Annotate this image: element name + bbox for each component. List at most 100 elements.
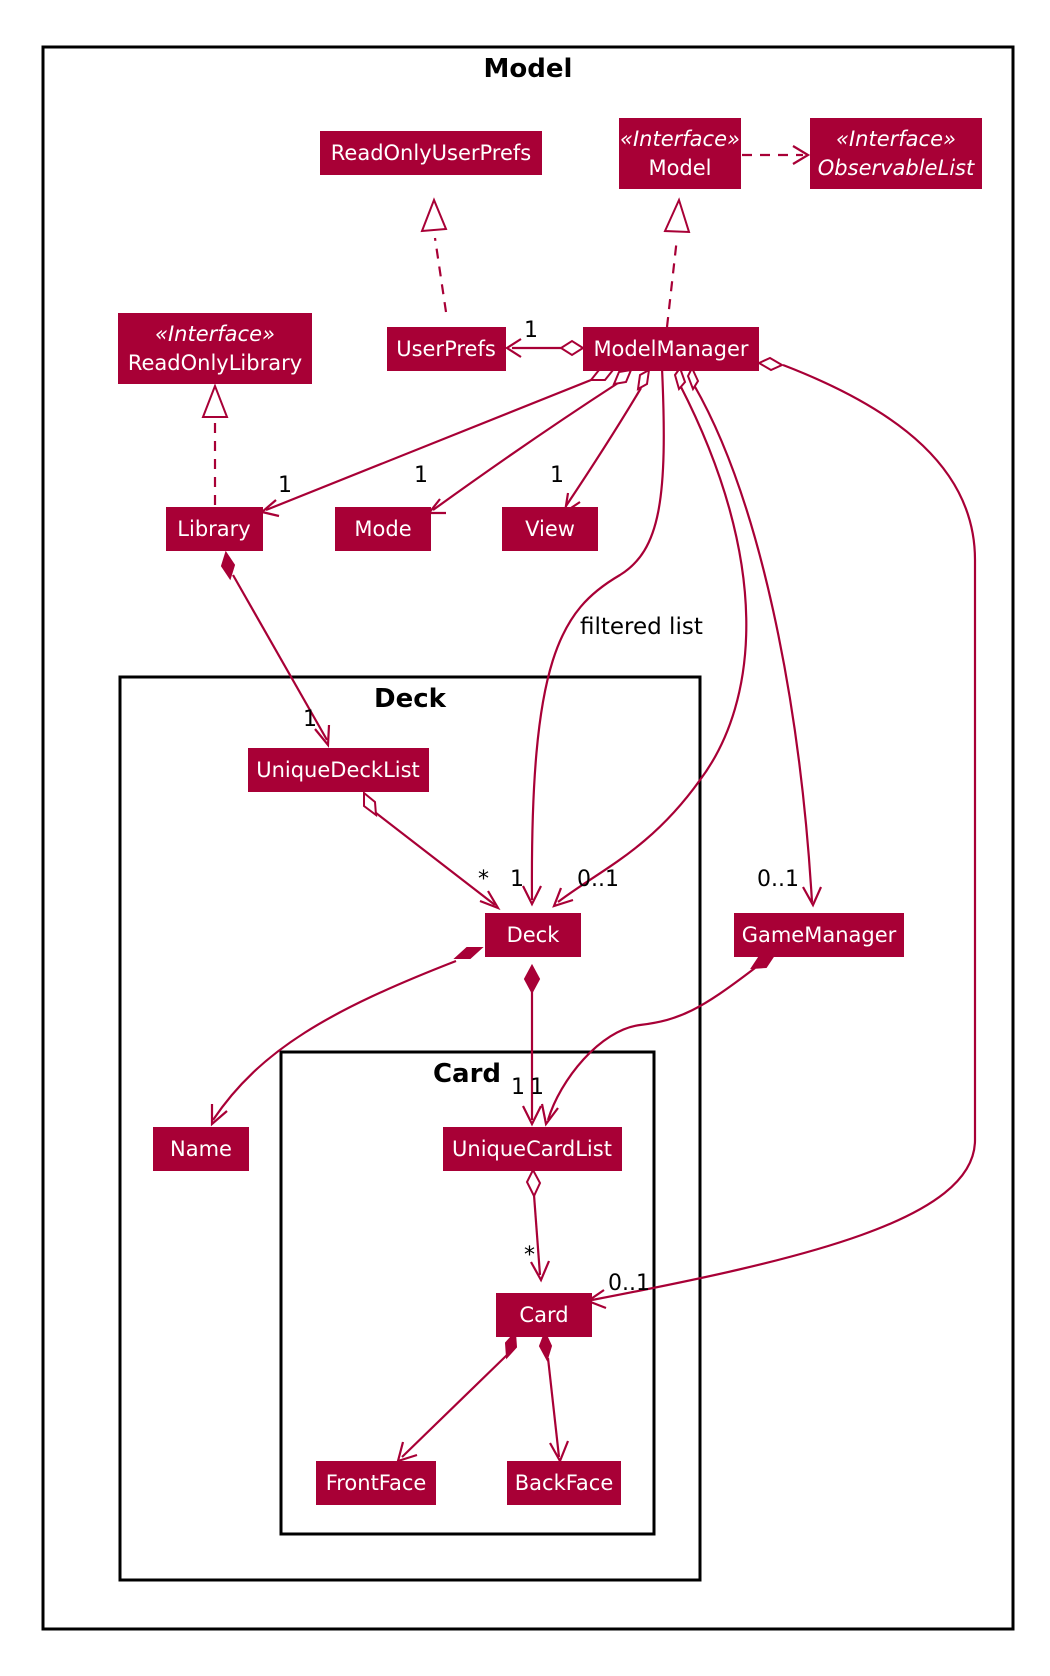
navigation-arrowhead-icon [210,1104,228,1127]
class-name: Library [177,517,250,541]
composition-diamond-icon [220,550,236,581]
class-uniquedecklist: UniqueDeckList [248,748,429,792]
class-name: View [525,517,575,541]
modelmanager-gamemanager-edge [693,384,814,903]
modelmanager-view-edge [565,387,642,507]
class-name: GameManager [742,923,897,947]
multiplicity-label: * [478,867,489,892]
aggregation-diamond-icon [612,368,633,386]
stereotype-label: «Interface» [155,322,275,346]
class-name: ReadOnlyLibrary [128,351,302,375]
composition-diamond-icon [453,947,484,959]
class-name: UniqueDeckList [256,758,420,782]
class-name: ObservableList [818,156,975,180]
navigation-arrowhead-icon [552,887,574,908]
class-view: View [502,507,598,551]
class-mode: Mode [335,507,431,551]
composition-diamond-icon [538,1330,553,1362]
aggregation-diamond-icon [673,365,687,392]
navigation-arrowhead-icon [530,1260,551,1283]
dependency-arrowhead-icon [792,145,811,165]
modelmanager-deck-filtered-edge [530,367,665,901]
modelmanager-deck-current-edge [557,384,748,903]
multiplicity-label: 1 [303,707,317,732]
realization-arrowhead-icon [201,383,229,418]
class-name: Card [519,1303,568,1327]
class-name: UserPrefs [396,337,496,361]
class-name: FrontFace [326,1471,427,1495]
card-package-title: Card [433,1059,501,1089]
realization-arrowhead-icon [663,197,691,234]
model-package-frame [41,45,1015,1631]
class-backface: BackFace [507,1461,621,1505]
navigation-arrowhead-icon [314,724,331,748]
deck-package-frame [118,675,702,1582]
class-name: BackFace [515,1471,613,1495]
composition-diamond-icon [523,963,541,995]
class-name: Model [648,156,711,180]
class-name-type: Name [153,1127,249,1171]
multiplicity-label: 1 [524,318,538,343]
class-name: UniqueCardList [452,1137,612,1161]
modelmanager-library-edge [265,376,597,512]
modelmanager-card-edge [591,363,977,1302]
modelmanager-mode-edge [432,382,619,511]
aggregation-diamond-icon [363,790,378,818]
multiplicity-label: 1 [510,867,524,892]
multiplicity-label: 0..1 [608,1271,650,1296]
class-card: Card [496,1293,592,1337]
navigation-arrowhead-icon [802,886,823,908]
multiplicity-label: 1 [530,1075,544,1100]
multiplicity-label: 0..1 [757,867,799,892]
interface-readonlylibrary: «Interface» ReadOnlyLibrary [118,313,312,384]
deck-name-edge [212,959,457,1121]
class-gamemanager: GameManager [734,913,904,957]
multiplicity-label: 1 [550,463,564,488]
class-deck: Deck [485,913,581,957]
class-frontface: FrontFace [316,1461,436,1505]
multiplicity-label: * [524,1243,535,1268]
stereotype-label: «Interface» [620,127,740,151]
aggregation-diamond-icon [756,356,785,372]
multiplicity-label: 0..1 [577,867,619,892]
class-uniquecardlist: UniqueCardList [443,1127,622,1171]
class-readonlyuserprefs: ReadOnlyUserPrefs [320,131,542,175]
card-backface-edge [546,1357,561,1458]
library-uniquedecklist-edge [232,574,328,741]
aggregation-diamond-icon [559,339,585,357]
aggregation-diamond-icon [588,369,616,381]
stereotype-label: «Interface» [836,127,956,151]
navigation-arrowhead-icon [522,1105,542,1127]
multiplicity-label: 1 [278,473,292,498]
navigation-arrowhead-icon [540,1103,559,1127]
deck-package-title: Deck [374,684,447,714]
userprefs-realization-edge [433,237,448,313]
uniquecardlist-card-edge [532,1194,542,1276]
model-package-title: Model [484,54,573,84]
class-library: Library [166,507,263,551]
modelmanager-realization-edge [665,237,679,328]
class-name: Deck [507,923,561,947]
navigation-arrowhead-icon [522,885,542,907]
class-userprefs: UserPrefs [387,327,506,371]
aggregation-diamond-icon [636,368,651,391]
gamemanager-uniquecardlist-edge [546,967,756,1121]
class-name: Name [170,1137,232,1161]
multiplicity-label: 1 [414,463,428,488]
aggregation-diamond-icon [525,1167,542,1199]
interface-model: «Interface» Model [619,118,741,189]
navigation-arrowhead-icon [504,338,522,358]
card-frontface-edge [401,1354,508,1458]
filtered-list-label: filtered list [580,614,703,640]
class-name: ReadOnlyUserPrefs [331,141,531,165]
uniquedecklist-deck-edge [375,812,496,906]
realization-arrowhead-icon [420,197,448,233]
class-name: ModelManager [593,337,748,361]
class-name: Mode [354,517,411,541]
composition-diamond-icon [504,1330,518,1360]
navigation-arrowhead-icon [479,890,501,911]
multiplicity-label: 1 [511,1075,525,1100]
interface-observablelist: «Interface» ObservableList [810,118,982,189]
card-package-frame [279,1050,656,1536]
aggregation-diamond-icon [686,365,700,392]
